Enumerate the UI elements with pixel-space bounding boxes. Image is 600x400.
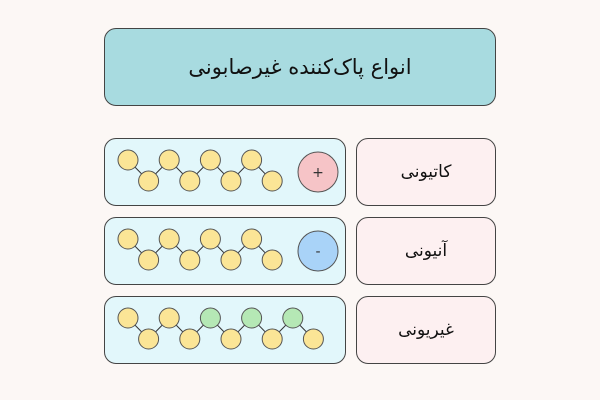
hydrophobic-unit: [199, 228, 221, 250]
hydrophobic-unit: [117, 307, 139, 329]
hydrophobic-unit: [138, 170, 160, 192]
charged-head: [297, 151, 339, 193]
hydrophobic-unit: [220, 328, 242, 350]
charged-head: [297, 230, 339, 272]
hydrophobic-unit: [158, 149, 180, 171]
hydrophobic-unit: [220, 170, 242, 192]
hydrophobic-unit: [261, 328, 283, 350]
hydrophobic-unit: [138, 249, 160, 271]
hydrophobic-unit: [158, 228, 180, 250]
hydrophobic-unit: [241, 149, 263, 171]
hydrophobic-unit: [302, 328, 324, 350]
hydrophilic-unit: [241, 307, 263, 329]
hydrophobic-unit: [261, 249, 283, 271]
cationic-label: کاتیونی: [356, 138, 496, 206]
hydrophobic-unit: [179, 249, 201, 271]
hydrophobic-unit: [117, 149, 139, 171]
plus-icon: +: [312, 165, 324, 181]
hydrophobic-unit: [261, 170, 283, 192]
anionic-label: آنیونی: [356, 217, 496, 285]
hydrophobic-unit: [199, 149, 221, 171]
minus-icon: -: [315, 244, 320, 260]
hydrophobic-unit: [220, 249, 242, 271]
hydrophobic-unit: [179, 328, 201, 350]
hydrophobic-unit: [179, 170, 201, 192]
nonionic-label: غیریونی: [356, 296, 496, 364]
hydrophobic-unit: [138, 328, 160, 350]
hydrophobic-unit: [241, 228, 263, 250]
hydrophilic-unit: [199, 307, 221, 329]
hydrophobic-unit: [158, 307, 180, 329]
hydrophobic-unit: [117, 228, 139, 250]
diagram-title: انواع پاک‌کننده غیرصابونی: [104, 28, 496, 106]
hydrophilic-unit: [282, 307, 304, 329]
